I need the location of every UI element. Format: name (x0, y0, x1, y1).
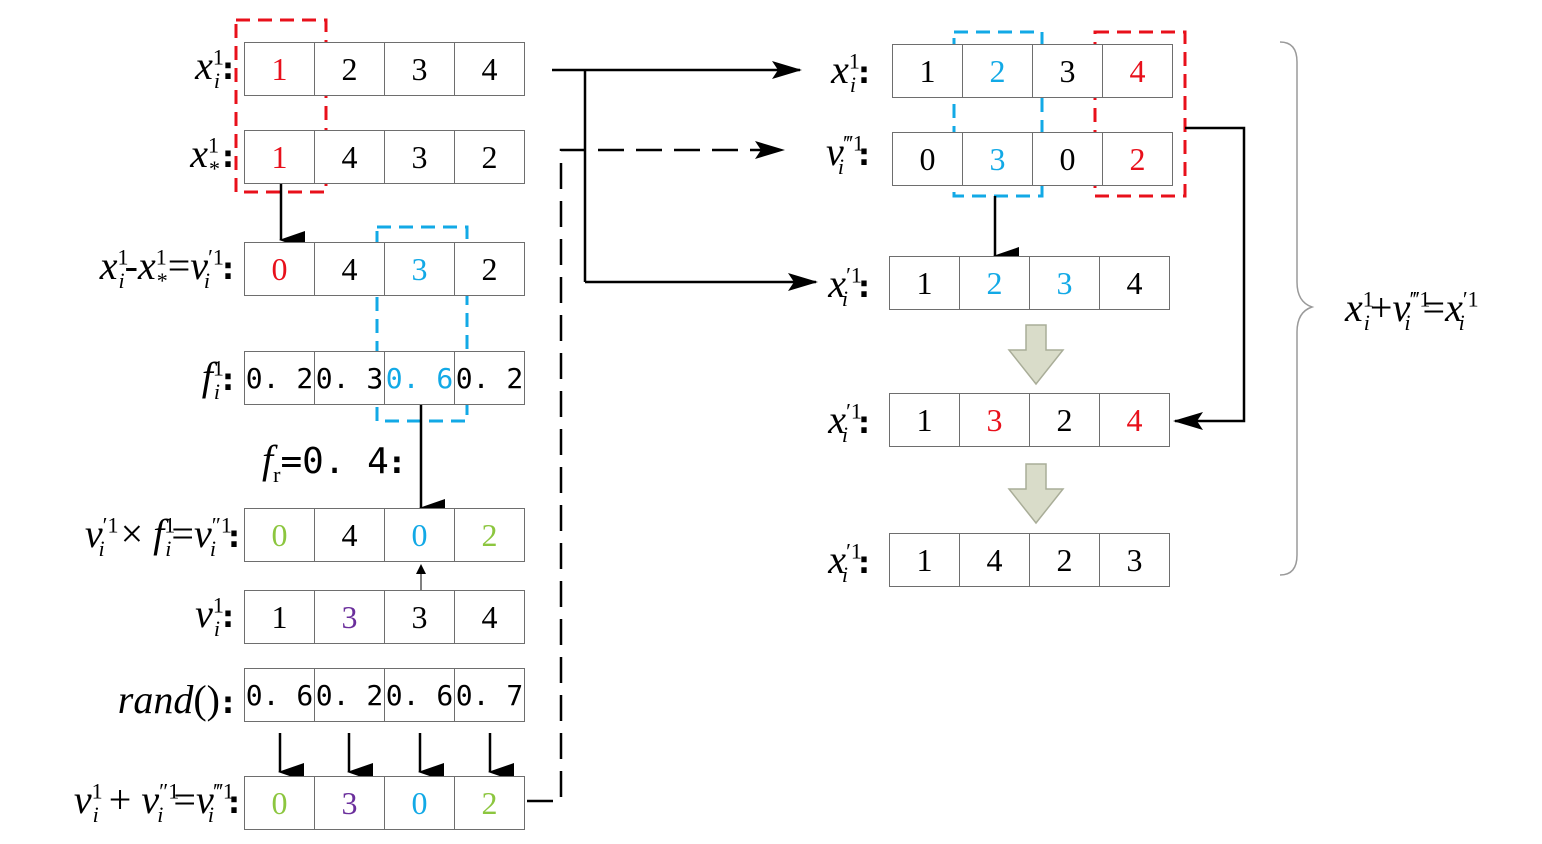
block-arrow-2 (1007, 463, 1065, 525)
cell: 3 (1029, 256, 1100, 310)
cell: 0. 6 (244, 668, 315, 722)
label-sum: v1i + v″1i=v‴1i: (73, 777, 240, 827)
cell: 4 (314, 242, 385, 296)
cell: 3 (314, 776, 385, 830)
red-dashed-box-left (234, 18, 328, 194)
cell: 0 (244, 776, 315, 830)
label-xi: x1i: (195, 43, 234, 93)
cell: 0. 7 (454, 668, 525, 722)
red-dashed-box-right (1093, 30, 1187, 198)
label-r-xp1: x′1i: (828, 261, 870, 311)
blue-dashed-box-right (952, 30, 1044, 198)
cell: 0 (244, 508, 315, 562)
cell: 3 (384, 42, 455, 96)
cell: 1 (892, 44, 963, 98)
cell: 4 (1102, 44, 1173, 98)
cell: 1 (244, 42, 315, 96)
cell: 4 (314, 130, 385, 184)
label-rand: rand(): (117, 677, 234, 722)
cell: 0 (244, 242, 315, 296)
cell: 0 (384, 508, 455, 562)
cell: 3 (1099, 533, 1170, 587)
dashed-connector-sum-to-v3 (527, 141, 785, 803)
cell: 1 (244, 590, 315, 644)
cell: 2 (1102, 132, 1173, 186)
cell: 4 (1099, 393, 1170, 447)
label-vi: v1i: (195, 591, 234, 641)
cell: 3 (384, 590, 455, 644)
cell: 4 (1099, 256, 1170, 310)
cell: 2 (962, 44, 1033, 98)
cell: 0. 6 (384, 351, 455, 405)
cell: 1 (889, 533, 960, 587)
cell: 4 (454, 590, 525, 644)
cell: 0. 6 (384, 668, 455, 722)
cell: 3 (959, 393, 1030, 447)
cell: 3 (1032, 44, 1103, 98)
cell: 3 (384, 130, 455, 184)
cell: 0 (892, 132, 963, 186)
cell: 3 (962, 132, 1033, 186)
cell: 0. 3 (314, 351, 385, 405)
cell: 0 (384, 776, 455, 830)
cell: 2 (314, 42, 385, 96)
cell: 3 (314, 590, 385, 644)
cell: 2 (1029, 533, 1100, 587)
label-formula: x1i+v‴1i=x′1i (1345, 285, 1479, 335)
cell: 0. 2 (244, 351, 315, 405)
cell: 2 (959, 256, 1030, 310)
label-prod: v′1i × f1i=v″1i: (84, 511, 240, 561)
label-fi: f1i: (201, 354, 234, 404)
label-diff: x1i-x1*=v′1i: (99, 243, 234, 293)
block-arrow-1 (1007, 324, 1065, 386)
cell: 4 (314, 508, 385, 562)
label-r-v3: v‴1i: (825, 129, 870, 179)
label-r-xp2: x′1i: (828, 397, 870, 447)
label-fr: fr=0. 4: (262, 437, 403, 487)
label-xstar: x1*: (190, 131, 234, 181)
right-curly-brace (1279, 41, 1315, 576)
cell: 2 (454, 508, 525, 562)
blue-dashed-box-left (375, 225, 469, 423)
cell: 2 (454, 242, 525, 296)
cell: 1 (244, 130, 315, 184)
cell: 0. 2 (314, 668, 385, 722)
cell: 2 (454, 130, 525, 184)
cell: 2 (1029, 393, 1100, 447)
cell: 4 (959, 533, 1030, 587)
cell: 2 (454, 776, 525, 830)
cell: 1 (889, 256, 960, 310)
cell: 0 (1032, 132, 1103, 186)
cell: 4 (454, 42, 525, 96)
label-r-xp3: x′1i: (828, 537, 870, 587)
label-r-xi: x1i: (831, 47, 870, 97)
cell: 0. 2 (454, 351, 525, 405)
cell: 1 (889, 393, 960, 447)
cell: 3 (384, 242, 455, 296)
connector-v3-to-xp2 (1173, 126, 1246, 430)
